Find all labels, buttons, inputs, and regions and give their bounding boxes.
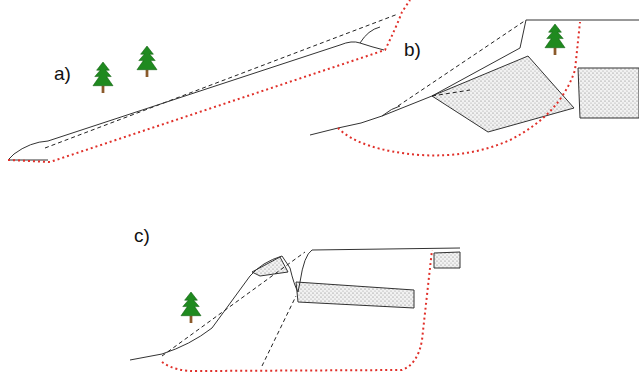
panel-b xyxy=(310,20,639,155)
panel-c xyxy=(130,248,460,371)
panel-label: a) xyxy=(54,64,71,83)
panel-label: b) xyxy=(404,40,421,59)
panel-label: c) xyxy=(134,226,150,245)
